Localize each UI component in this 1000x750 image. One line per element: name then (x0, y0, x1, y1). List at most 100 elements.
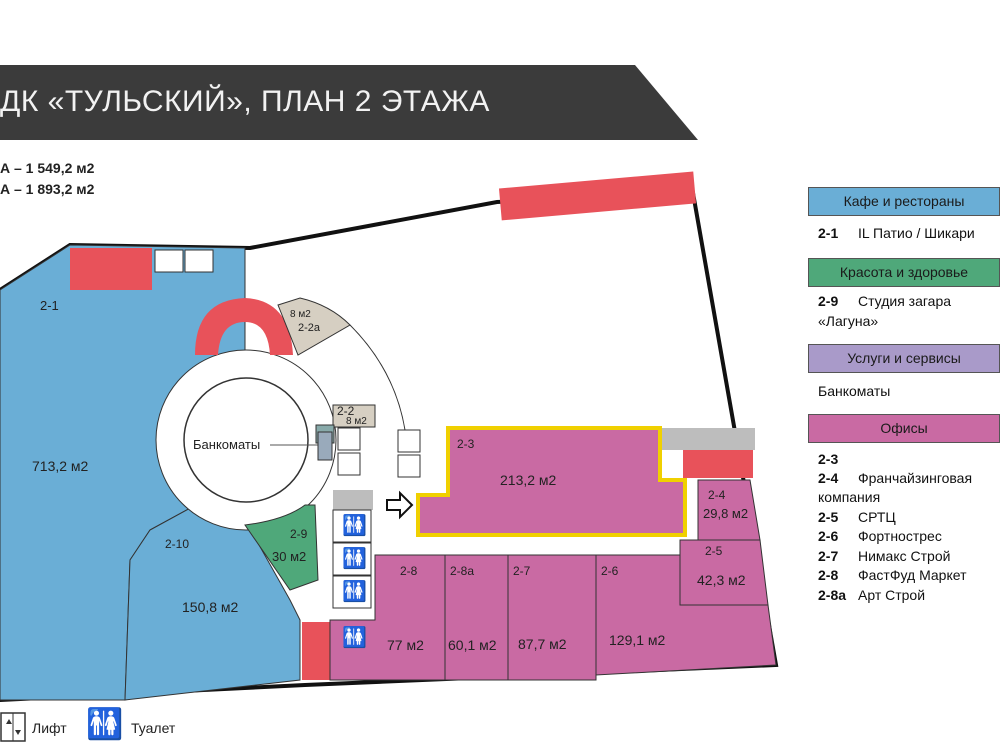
legend-entry-2-3: 2-3 (818, 451, 858, 467)
toilet-room-3 (332, 575, 372, 609)
legend-entry-code: 2-1 (818, 225, 839, 241)
unit-2-9-label: 2-9 (290, 527, 308, 541)
legend-entry-atm: Банкоматы (818, 383, 890, 399)
legend-entry-2-1: 2-1 IL Патио / Шикари (818, 225, 975, 241)
unit-2-8a-label: 2-8а (450, 564, 475, 578)
unit-2-3-shape (416, 426, 687, 537)
legend-entry-code: 2-6 (818, 528, 839, 544)
toilet-room-1 (332, 509, 372, 543)
legend-entry-name: Нимакс Строй (858, 548, 951, 564)
unit-2-10-label: 2-10 (165, 537, 190, 551)
unit-2-5-label: 2-5 (705, 544, 723, 558)
toilet-legend-label: Туалет (131, 720, 176, 736)
banner-shape (0, 65, 698, 140)
red-arch (195, 298, 293, 355)
legend-entry-name: Фортнострес (858, 528, 942, 544)
legend-entry-name: СРТЦ (858, 509, 896, 525)
unit-2-8-label: 2-8 (400, 564, 418, 578)
lift-4 (397, 429, 421, 453)
service-block-1 (70, 248, 152, 290)
white-block-2 (184, 249, 214, 273)
area-line-1: А – 1 549,2 м2 (0, 160, 95, 176)
unit-2-2a-shape (277, 297, 351, 356)
unit-2-2-label: 2-2 (337, 404, 355, 418)
red-block-bottom (302, 622, 330, 680)
red-block-right (683, 448, 753, 478)
legend-entry-2-6: 2-6 Фортнострес (818, 528, 942, 544)
unit-2-9-area: 30 м2 (272, 549, 307, 564)
unit-2-4-label: 2-4 (708, 488, 726, 502)
legend-entry-name: ФастФуд Маркет (858, 567, 967, 583)
legend-entry-2-9: 2-9 Студия загара (818, 293, 951, 309)
legend-entry-code: 2-9 (818, 293, 839, 309)
white-block-1 (154, 249, 184, 273)
legend-entry-2-8a: 2-8а Арт Строй (818, 587, 925, 603)
legend-entry-2-5: 2-5 СРТЦ (818, 509, 896, 525)
grey-strip-1 (333, 490, 373, 510)
unit-2-4-area: 29,8 м2 (703, 506, 749, 521)
red-strip-top (498, 171, 697, 221)
legend-entry-name: IL Патио / Шикари (858, 225, 975, 241)
unit-2-2-shape (332, 404, 376, 428)
toilet-icon: 🚻 (86, 708, 124, 741)
legend-entry-code: 2-7 (818, 548, 839, 564)
unit-2-1-area: 713,2 м2 (32, 458, 89, 474)
unit-2-3-area: 213,2 м2 (500, 472, 557, 488)
unit-2-2a-label: 2-2а (298, 322, 321, 334)
legend-entry-name: Франчайзинговая (858, 470, 973, 486)
legend-entry-2-4-cont: компания (818, 489, 880, 505)
unit-2-8a-area: 60,1 м2 (448, 637, 497, 653)
unit-2-7-label: 2-7 (513, 564, 531, 578)
header-banner: ДК «ТУЛЬСКИЙ», ПЛАН 2 ЭТАЖА (0, 65, 700, 140)
lift-3 (337, 452, 361, 476)
toilet-icon: 🚻 (342, 581, 367, 603)
unit-2-6-area: 129,1 м2 (609, 632, 666, 648)
unit-2-9-shape (244, 504, 319, 591)
legend-category-cafe: Кафе и рестораны (808, 187, 1000, 216)
unit-2-2-area: 8 м2 (346, 416, 367, 427)
toilet-room-2 (332, 542, 372, 576)
legend-entry-name: Студия загара (858, 293, 952, 309)
legend-entry-code: 2-3 (818, 451, 839, 467)
legend-entry-code: 2-5 (818, 509, 839, 525)
toilet-icon: 🚻 (342, 627, 367, 649)
corridor-arc (349, 324, 406, 431)
unit-2-3-label: 2-3 (457, 437, 475, 451)
unit-2-6-label: 2-6 (601, 564, 619, 578)
legend-entry-code: 2-4 (818, 470, 839, 486)
legend-entry-2-7: 2-7 Нимакс Строй (818, 548, 950, 564)
legend-entry-name: компания (818, 489, 881, 505)
legend-category-services: Услуги и сервисы (808, 344, 1000, 373)
rotunda-inner (183, 377, 309, 503)
legend-entry-name: Арт Строй (858, 587, 926, 603)
unit-2-5-area: 42,3 м2 (697, 572, 746, 588)
lift-icon (0, 712, 26, 742)
unit-2-4-shape (697, 479, 761, 541)
legend-entry-2-4: 2-4 Франчайзинговая (818, 470, 972, 486)
atm-box (317, 431, 333, 461)
lift-legend-label: Лифт (32, 720, 67, 736)
page-title: ДК «ТУЛЬСКИЙ», ПЛАН 2 ЭТАЖА (0, 85, 490, 118)
area-line-2: А – 1 893,2 м2 (0, 181, 95, 197)
unit-2-8a-shape (444, 554, 509, 681)
legend-entry-name: Банкоматы (818, 383, 891, 399)
legend-entry-name: «Лагуна» (818, 313, 879, 329)
unit-2-7-shape (507, 554, 597, 681)
atm-label: Банкоматы (193, 437, 261, 452)
floor-plan (0, 171, 779, 703)
unit-2-1-label: 2-1 (40, 298, 59, 313)
unit-2-8-area: 77 м2 (387, 637, 424, 653)
lift-5 (397, 454, 421, 478)
legend-category-beauty: Красота и здоровье (808, 258, 1000, 287)
legend-entry-2-9-cont: «Лагуна» (818, 313, 878, 329)
legend-category-offices: Офисы (808, 414, 1000, 443)
unit-2-7-area: 87,7 м2 (518, 636, 567, 652)
entrance-arrow-icon (386, 490, 414, 520)
unit-2-10-area: 150,8 м2 (182, 599, 239, 615)
legend-entry-code: 2-8а (818, 587, 847, 603)
legend-entry-2-8: 2-8 ФастФуд Маркет (818, 567, 967, 583)
toilet-icon: 🚻 (342, 515, 367, 537)
legend-entry-code: 2-8 (818, 567, 839, 583)
unit-2-2a-area: 8 м2 (290, 309, 311, 320)
lift-2 (337, 427, 361, 451)
